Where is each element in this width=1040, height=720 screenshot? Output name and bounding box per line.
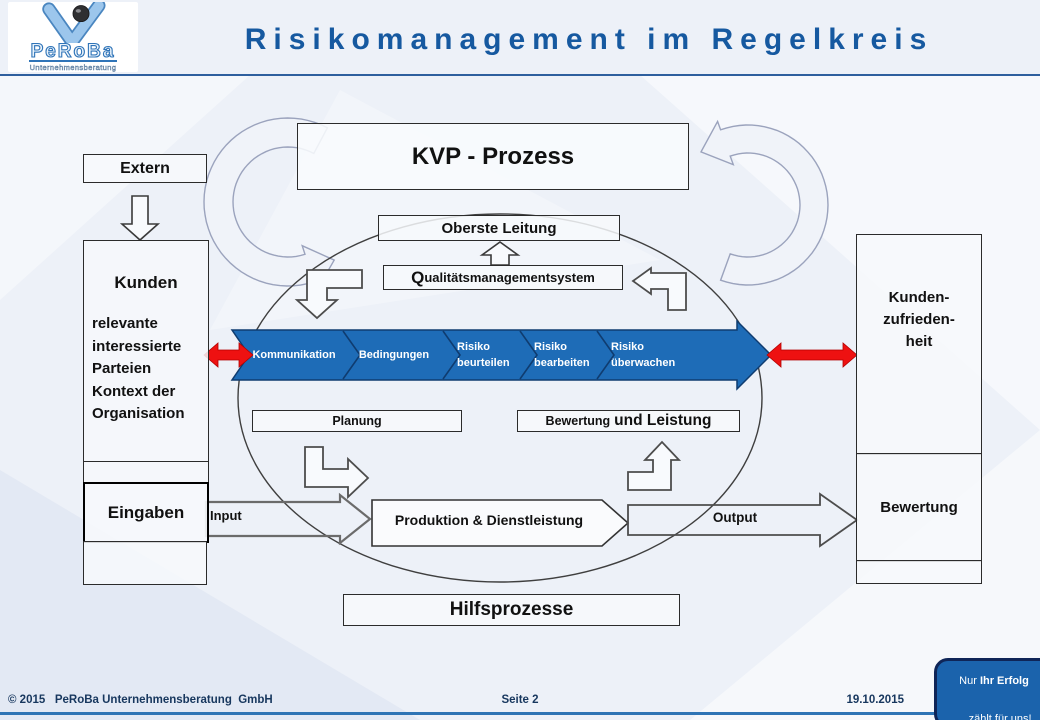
logo-subtitle-text: Unternehmensberatung <box>29 63 117 72</box>
qms-rest: ualitätsmanagementsystem <box>424 270 595 285</box>
promo-bold: Ihr Erfolg <box>979 675 1029 687</box>
chain-line: Risiko <box>611 341 645 353</box>
output-label: Output <box>712 510 758 525</box>
kunden-box: Kunden relevante interessierte Parteien … <box>83 240 209 484</box>
promo-badge: Nur Ihr Erfolg zählt für uns! <box>934 658 1040 720</box>
footer-page-number: Seite 2 <box>501 694 539 706</box>
produktion-pentagon <box>371 499 630 547</box>
red-double-arrow-left <box>203 342 254 368</box>
kunden-line: Kontext der <box>92 382 176 400</box>
kunden-line: Organisation <box>92 405 185 422</box>
promo-line2: zählt für uns! <box>968 713 1032 720</box>
bewertung-small-text: Bewertung <box>545 414 611 428</box>
input-arrow <box>204 492 372 546</box>
chain-segment-bedingungen: Bedingungen <box>358 349 430 361</box>
right-elbow-left-arrow <box>631 266 687 311</box>
kunden-line: Parteien <box>92 360 152 377</box>
header-rule <box>0 74 1040 76</box>
red-double-arrow-right <box>766 342 858 368</box>
chain-chevron <box>519 330 538 380</box>
chain-line: bearbeiten <box>534 356 590 369</box>
kundenzufriedenheit-box: Kunden- zufrieden- heit <box>856 234 982 455</box>
planung-box: Planung <box>252 410 462 432</box>
left-empty-box <box>83 541 207 585</box>
input-label: Input <box>210 508 242 523</box>
chain-segment-risiko-ueberwachen: Risiko überwachen <box>601 336 703 378</box>
chain-segment-risiko-bearbeiten: Risiko bearbeiten <box>524 336 607 378</box>
chain-line: Risiko <box>457 341 491 353</box>
page-title: Risikomanagement im Regelkreis <box>244 23 934 56</box>
right-empty-box <box>856 560 982 584</box>
bewertung-box: Bewertung <box>856 453 982 562</box>
chain-line: beurteilen <box>457 356 510 369</box>
chain-chevron <box>442 330 461 380</box>
kundenzufriedenheit-text: Kunden- zufrieden- heit <box>857 287 981 353</box>
footer-date: 19.10.2015 <box>846 694 904 706</box>
chain-chevron <box>596 330 615 380</box>
eingaben-box: Eingaben <box>83 482 209 543</box>
footer-copyright: © 2015 PeRoBa Unternehmensberatung GmbH <box>8 694 273 706</box>
chain-line: überwachen <box>611 356 676 369</box>
planung-elbow-arrow <box>304 446 370 500</box>
kunden-title: Kunden <box>114 273 178 292</box>
kzf-line: zufrieden- <box>883 311 955 328</box>
promo-prefix: Nur <box>959 675 980 687</box>
kunden-box-divider <box>84 461 208 483</box>
output-arrow <box>627 492 859 548</box>
bewertung-leistung-box: Bewertung und Leistung <box>517 410 740 432</box>
logo-brand-text: PeRoBa <box>28 41 118 62</box>
extern-down-arrow <box>119 195 161 242</box>
qms-system-ellipse <box>237 213 763 583</box>
kunden-line: relevante <box>92 315 158 332</box>
chain-chevrons <box>342 330 615 380</box>
kunden-line: interessierte <box>92 337 182 355</box>
chain-segment-risiko-beurteilen: Risiko beurteilen <box>447 336 530 378</box>
kzf-line: heit <box>905 333 933 350</box>
kunden-description: relevante interessierte Parteien Kontext… <box>84 313 208 426</box>
left-elbow-down-arrow <box>294 269 363 320</box>
footer-rule <box>0 712 1040 715</box>
logo-v-icon <box>42 2 106 43</box>
kvp-cycle-arrow-left <box>203 117 336 293</box>
leistung-large-text: und Leistung <box>614 412 712 429</box>
kvp-prozess-box: KVP - Prozess <box>297 123 689 190</box>
qms-initial: Q <box>411 267 425 287</box>
oberste-leitung-box: Oberste Leitung <box>378 215 620 241</box>
extern-box: Extern <box>83 154 207 183</box>
chain-segment-kommunikation: Kommunikation <box>252 349 336 361</box>
produktion-label: Produktion & Dienstleistung <box>394 512 584 528</box>
hilfsprozesse-box: Hilfsprozesse <box>343 594 680 626</box>
kvp-cycle-arrow-right <box>700 119 829 286</box>
chain-line: Risiko <box>534 341 568 353</box>
company-logo: PeRoBa Unternehmensberatung <box>8 2 138 72</box>
kzf-line: Kunden- <box>888 289 950 306</box>
chain-chevron <box>342 330 361 380</box>
leistung-elbow-up-arrow <box>627 440 682 491</box>
